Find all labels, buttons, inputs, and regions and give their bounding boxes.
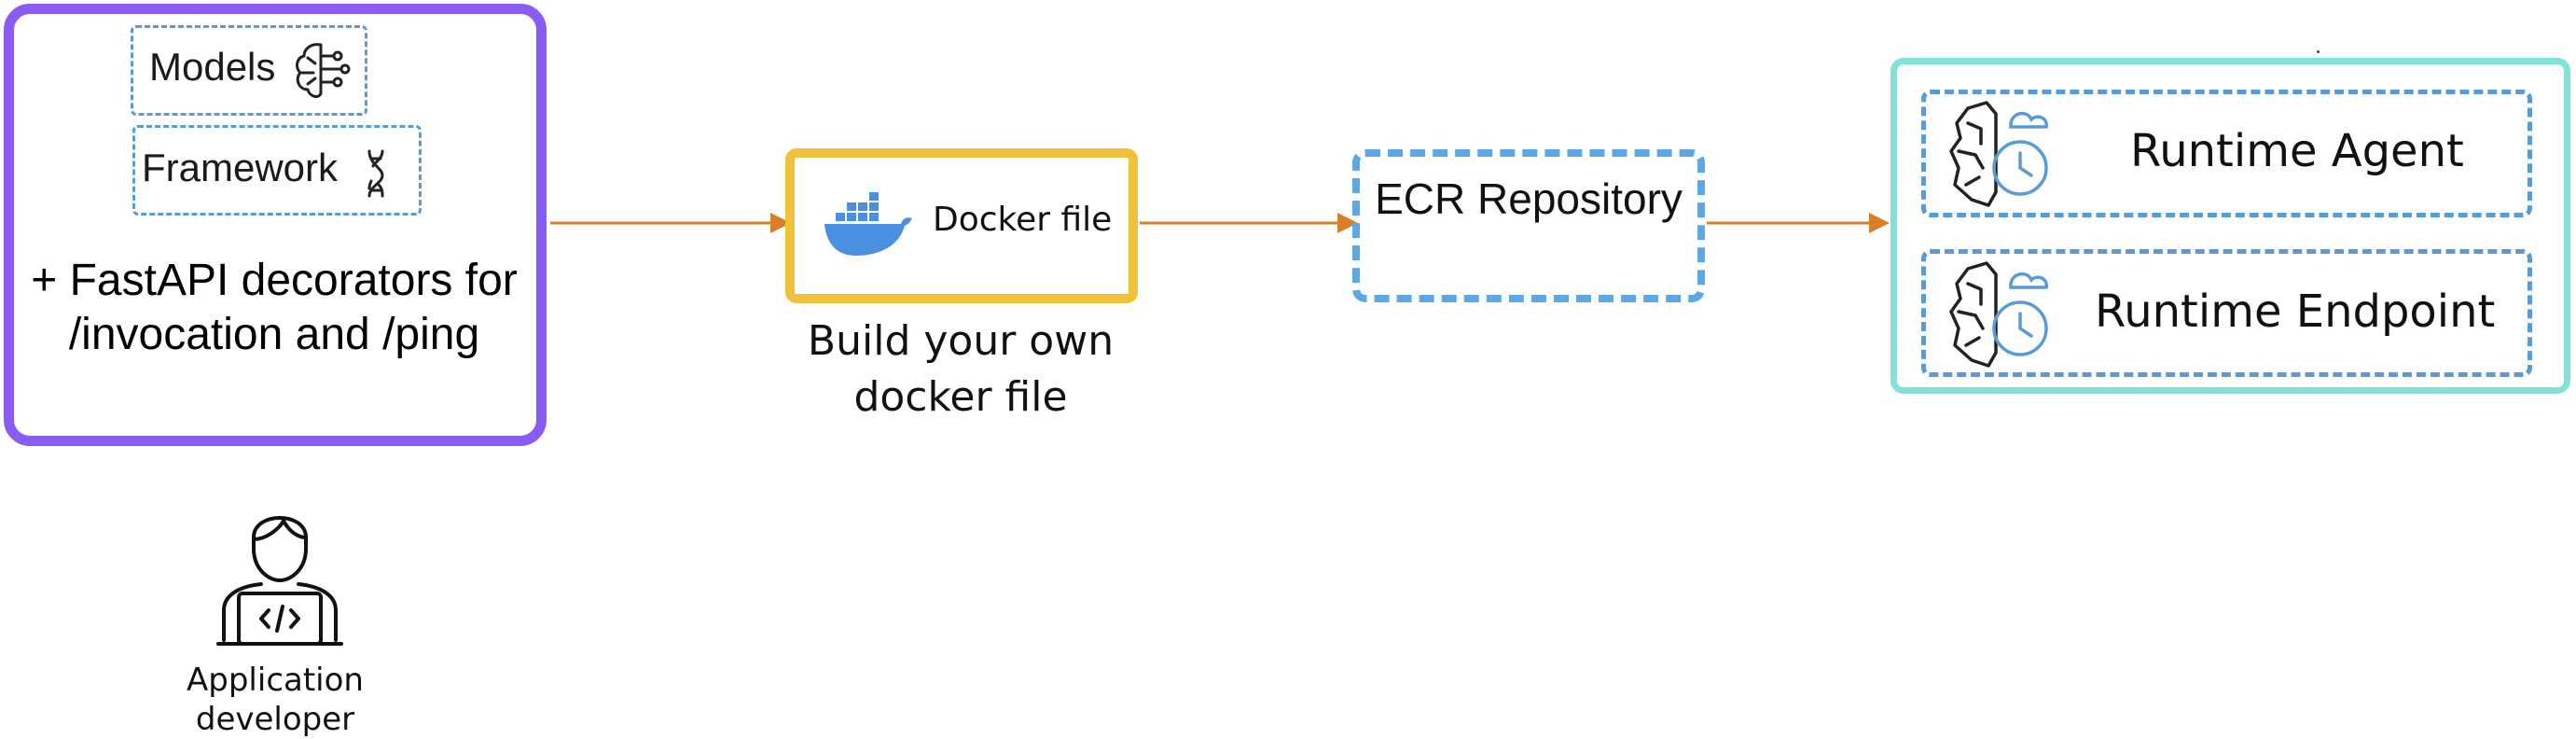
fastapi-decorators-text: + FastAPI decorators for /invocation and… xyxy=(31,256,518,359)
dna-icon xyxy=(367,149,384,198)
docker-file-box xyxy=(785,148,1138,303)
brain-circuit-icon xyxy=(296,43,351,98)
runtime-agent-box xyxy=(1921,90,2532,217)
developer-laptop-icon xyxy=(216,516,343,646)
runtime-group xyxy=(1890,58,2570,394)
brain-clock-icon xyxy=(1949,101,2048,207)
docker-whale-icon xyxy=(824,192,912,256)
build-docker-caption: Build your own docker file xyxy=(807,317,1115,421)
source-code-box xyxy=(4,4,547,446)
framework-box xyxy=(132,125,422,216)
arrow-ecr-to-runtime xyxy=(1707,213,1890,233)
stray-dot xyxy=(2317,50,2320,53)
arrow-source-to-docker xyxy=(550,213,791,233)
arrow-docker-to-ecr xyxy=(1140,213,1358,233)
runtime-endpoint-box xyxy=(1921,249,2532,377)
ecr-repository-box xyxy=(1352,149,1705,302)
brain-clock-icon xyxy=(1949,261,2048,368)
models-label: Models xyxy=(149,45,276,89)
runtime-endpoint-label: Runtime Endpoint xyxy=(2095,286,2496,338)
runtime-agent-label: Runtime Agent xyxy=(2130,125,2464,177)
docker-file-label: Docker file xyxy=(933,201,1113,239)
models-box xyxy=(131,25,367,116)
application-developer-label: Application developer xyxy=(187,662,364,738)
ecr-repository-label: ECR Repository xyxy=(1375,174,1683,223)
framework-label: Framework xyxy=(142,146,339,189)
